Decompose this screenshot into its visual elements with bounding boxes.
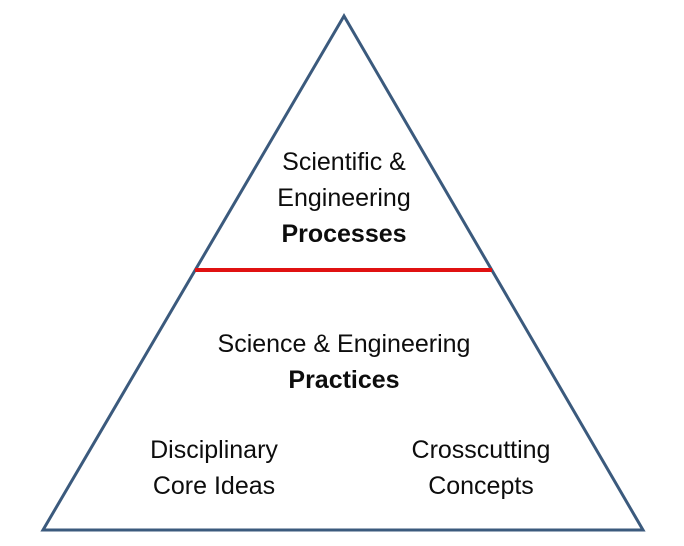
bottom-right-label: Crosscutting Concepts — [361, 432, 601, 504]
bottom-left-line1: Disciplinary — [150, 436, 278, 464]
bottom-right-line1: Crosscutting — [411, 436, 551, 464]
middle-section-label: Science & Engineering Practices — [144, 326, 544, 398]
middle-section-line2: Practices — [288, 366, 400, 394]
top-section-line3: Processes — [281, 220, 407, 248]
pyramid-outline — [40, 13, 646, 532]
bottom-right-line2: Concepts — [428, 472, 534, 500]
bottom-left-label: Disciplinary Core Ideas — [94, 432, 334, 504]
top-section-label: Scientific & Engineering Processes — [194, 144, 494, 252]
top-section-line1: Scientific & — [282, 148, 406, 176]
top-section-line2: Engineering — [277, 184, 411, 212]
middle-section-line1: Science & Engineering — [217, 330, 471, 358]
bottom-left-line2: Core Ideas — [152, 472, 276, 500]
